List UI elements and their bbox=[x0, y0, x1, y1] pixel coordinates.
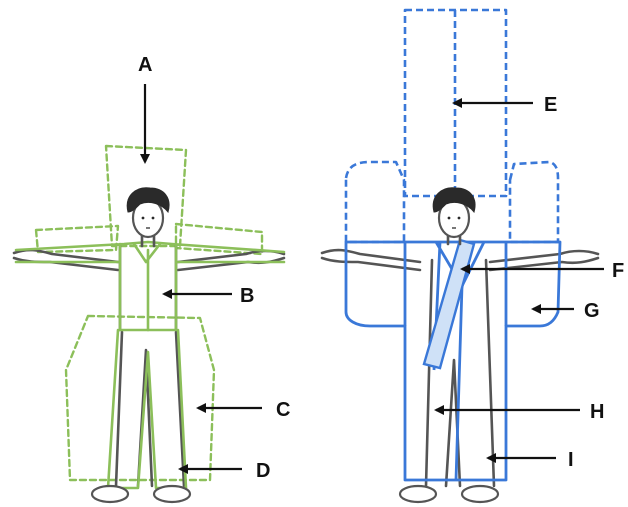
green-dashed-lower-body bbox=[64, 314, 216, 482]
label-a: A bbox=[138, 54, 152, 76]
green-shirt-outline bbox=[14, 240, 286, 332]
label-f: F bbox=[612, 260, 624, 282]
right-figure-eye-left bbox=[447, 216, 451, 220]
blue-dashed-right-sleeve-top bbox=[508, 160, 560, 244]
right-arm-right-outline-2 bbox=[488, 256, 600, 272]
label-c: C bbox=[276, 399, 290, 421]
blue-kimono-outline bbox=[344, 240, 562, 482]
label-e: E bbox=[544, 94, 557, 116]
label-g: G bbox=[584, 300, 600, 322]
label-d: D bbox=[256, 460, 270, 482]
green-dashed-right-sleeve bbox=[174, 222, 264, 256]
label-h: H bbox=[590, 401, 604, 423]
left-figure-left-shoe bbox=[90, 484, 130, 504]
blue-dashed-left-sleeve-top bbox=[344, 160, 406, 244]
left-figure-eye-right bbox=[151, 216, 155, 220]
green-dashed-left-sleeve bbox=[34, 224, 120, 254]
left-arm-left-outline bbox=[12, 248, 120, 264]
left-legs bbox=[114, 330, 186, 488]
green-collar bbox=[132, 242, 162, 264]
label-b: B bbox=[240, 285, 254, 307]
right-figure-eye-right bbox=[457, 216, 461, 220]
label-i: I bbox=[568, 449, 574, 471]
left-figure-eye-left bbox=[141, 216, 145, 220]
callout-arrows bbox=[140, 84, 604, 474]
callout-labels: A B C D E F G H I bbox=[138, 54, 624, 482]
right-figure-left-shoe bbox=[398, 484, 438, 504]
left-figure bbox=[12, 144, 286, 504]
right-figure-hair bbox=[432, 187, 476, 214]
left-figure-hair bbox=[126, 187, 170, 214]
right-figure-right-shoe bbox=[460, 484, 500, 504]
green-dashed-collar-piece bbox=[104, 144, 188, 248]
right-arm-left-outline-2 bbox=[320, 256, 422, 272]
left-figure-right-shoe bbox=[152, 484, 192, 504]
right-figure bbox=[320, 8, 600, 504]
blue-kimono-sleeve-seams bbox=[403, 242, 508, 326]
right-arm-left-outline bbox=[320, 248, 422, 264]
